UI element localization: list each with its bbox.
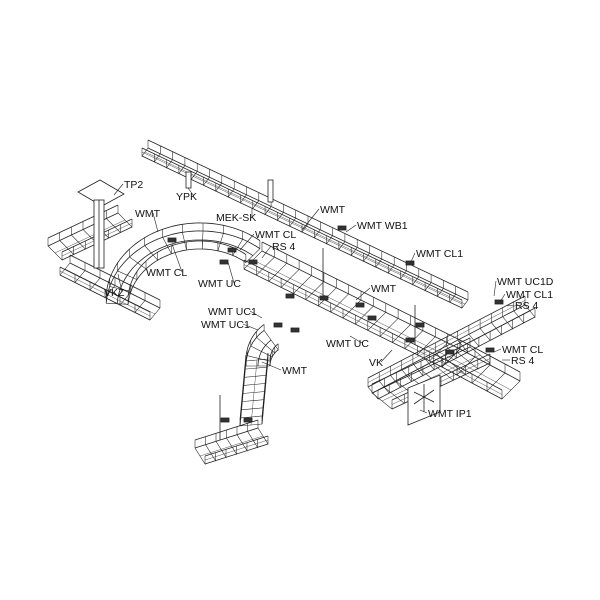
callout-label-ypk: YPK xyxy=(176,191,197,203)
callout-label-wmt: WMT xyxy=(282,365,308,377)
callout-label-wmt-wb1: WMT WB1 xyxy=(357,220,408,232)
leader-line xyxy=(301,208,320,231)
leader-line xyxy=(419,409,428,414)
tray-left-short xyxy=(47,204,133,261)
coupler-clamp xyxy=(248,259,258,265)
leader-line xyxy=(506,304,515,307)
leader-line xyxy=(242,323,259,331)
tray-main xyxy=(243,241,461,368)
callout-label-vk: VK xyxy=(369,357,383,369)
coupler-clamp xyxy=(290,327,300,333)
coupler-clamp xyxy=(319,295,329,301)
callout-label-wmt: WMT xyxy=(135,208,161,220)
coupler-clamp xyxy=(337,225,347,231)
callout-label-vkz: VKZ xyxy=(104,287,125,299)
leader-line xyxy=(493,348,502,353)
tray-cross xyxy=(367,295,536,400)
callout-label-rs-4: RS 4 xyxy=(515,300,539,312)
coupler-clamp xyxy=(494,299,504,305)
callout-label-wmt-cl1: WMT CL1 xyxy=(416,248,463,260)
callout-label-wmt-ip1: WMT IP1 xyxy=(428,408,472,420)
coupler-clamp xyxy=(227,247,237,253)
coupler-clamp xyxy=(415,322,425,328)
ypk-bracket xyxy=(185,171,192,189)
coupler-clamp xyxy=(220,417,230,423)
coupler-clamp xyxy=(219,259,229,265)
coupler-clamp xyxy=(285,293,295,299)
leader-line xyxy=(249,310,263,319)
callout-label-wmt-uc1d: WMT UC1D xyxy=(497,276,554,288)
leader-line xyxy=(355,287,371,301)
callout-label-tp2: TP2 xyxy=(124,179,143,191)
leader-line xyxy=(261,245,272,259)
leader-line xyxy=(261,361,282,371)
coupler-clamp xyxy=(445,349,455,355)
callout-label-wmt: WMT xyxy=(320,204,346,216)
leader-line xyxy=(113,183,124,196)
callout-label-wmt-uc: WMT UC xyxy=(326,338,369,350)
tray-left-branch xyxy=(59,254,161,321)
leader-line xyxy=(499,293,506,303)
leader-line xyxy=(409,252,416,265)
mek-sk-bracket xyxy=(267,179,274,203)
callout-label-wmt: WMT xyxy=(371,283,397,295)
callout-label-wmt-cl: WMT CL xyxy=(502,344,543,356)
coupler-clamp xyxy=(485,347,495,353)
tray-curve xyxy=(105,222,261,305)
tray-drop-bend xyxy=(245,324,279,367)
coupler-clamp xyxy=(355,302,365,308)
coupler-clamp xyxy=(167,237,177,243)
leader-line xyxy=(227,261,235,284)
coupler-clamp xyxy=(405,260,415,266)
leader-line xyxy=(345,224,357,233)
callout-label-wmt-uc1: WMT UC1 xyxy=(201,319,250,331)
leader-line xyxy=(152,212,159,233)
callout-label-wmt-cl: WMT CL xyxy=(146,267,187,279)
callout-label-wmt-uc1: WMT UC1 xyxy=(208,306,257,318)
coupler-clamp xyxy=(243,417,253,423)
leader-line xyxy=(349,335,363,344)
tray-drop-vertical xyxy=(239,352,269,427)
coupler-clamp xyxy=(367,315,377,321)
tray-drop-foot xyxy=(194,419,269,465)
tray-top-straight xyxy=(141,139,469,309)
callout-label-mek-sk: MEK-SK xyxy=(216,212,256,224)
tp2-ceiling-support xyxy=(77,171,504,440)
callout-label-rs-4: RS 4 xyxy=(511,355,535,367)
leader-line xyxy=(171,243,183,273)
coupler-clamp xyxy=(273,322,283,328)
callout-label-wmt-uc: WMT UC xyxy=(198,278,241,290)
coupler-clamp xyxy=(405,337,415,343)
callout-label-rs-4: RS 4 xyxy=(272,241,296,253)
leader-line xyxy=(187,187,195,197)
leader-line xyxy=(493,280,497,297)
callout-label-wmt-cl: WMT CL xyxy=(255,229,296,241)
callout-label-wmt-cl1: WMT CL1 xyxy=(506,289,553,301)
leader-line xyxy=(239,233,255,251)
leader-line xyxy=(380,349,393,363)
leader-line xyxy=(117,273,123,293)
